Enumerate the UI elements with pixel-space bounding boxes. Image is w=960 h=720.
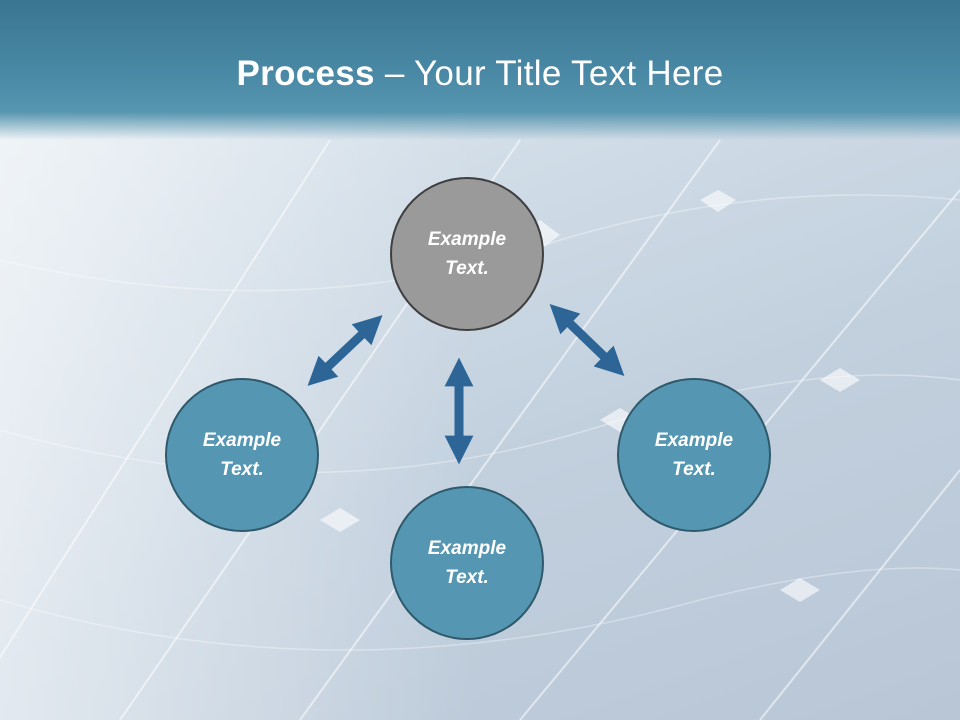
node-right: Example Text.: [617, 378, 771, 532]
title-rest: – Your Title Text Here: [374, 54, 724, 93]
title-bar: [0, 0, 960, 140]
node-left: Example Text.: [165, 378, 319, 532]
node-top-label: Example Text.: [427, 229, 507, 279]
node-bottom-label: Example Text.: [427, 538, 507, 588]
slide-title: Process – Your Title Text Here: [0, 52, 960, 96]
node-left-label: Example Text.: [202, 430, 282, 480]
arrow-top-left: [307, 315, 383, 386]
title-bold: Process: [236, 54, 375, 93]
node-bottom: Example Text.: [390, 486, 544, 640]
node-right-label: Example Text.: [654, 430, 734, 480]
node-top: Example Text.: [390, 177, 544, 331]
arrow-top-right: [549, 304, 625, 376]
